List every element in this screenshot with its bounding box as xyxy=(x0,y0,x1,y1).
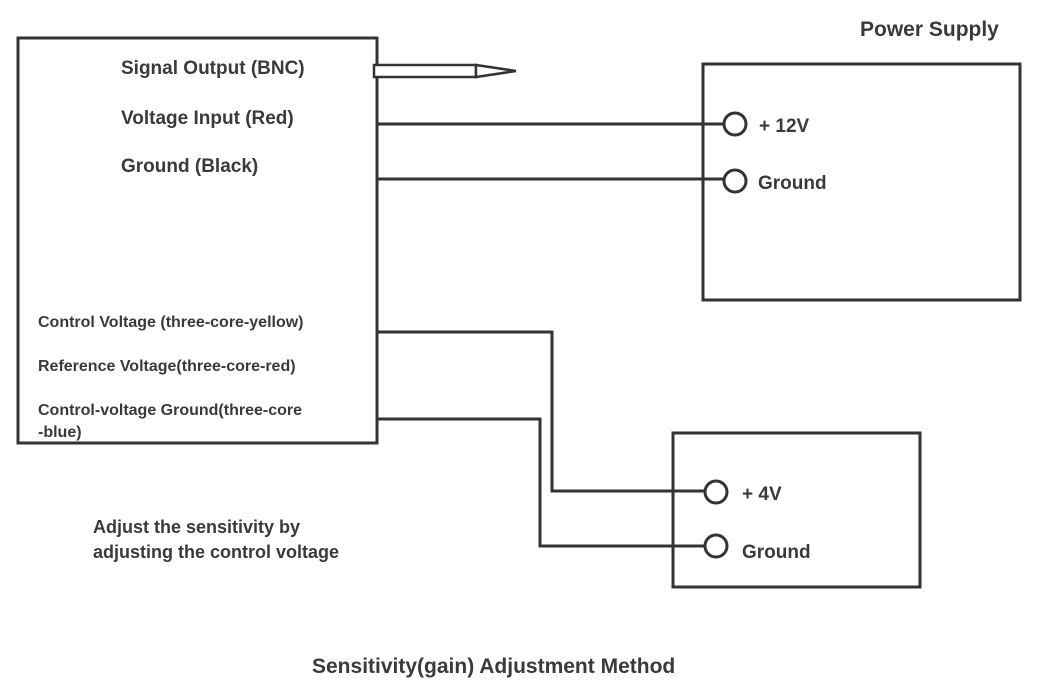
control-ground-terminal-icon xyxy=(703,533,729,559)
psu-ground-label: Ground xyxy=(758,173,827,194)
plus4v-terminal-icon xyxy=(703,479,729,505)
power-supply-title: Power Supply xyxy=(860,18,999,41)
control-ground-label-line1: Control-voltage Ground(three-core xyxy=(38,402,303,419)
control-supply-ground-label: Ground xyxy=(742,542,811,563)
ground-label: Ground (Black) xyxy=(121,156,259,177)
bnc-connector-icon xyxy=(372,63,517,79)
plus12v-terminal-icon xyxy=(722,111,748,137)
control-voltage-label: Control Voltage (three-core-yellow) xyxy=(38,314,304,331)
note-line-1: Adjust the sensitivity by xyxy=(93,517,301,537)
reference-voltage-label: Reference Voltage(three-core-red) xyxy=(38,358,296,375)
plus12v-label: + 12V xyxy=(759,116,810,137)
control-ground-wire xyxy=(377,417,704,548)
voltage-input-label: Voltage Input (Red) xyxy=(121,108,294,129)
diagram-caption: Sensitivity(gain) Adjustment Method xyxy=(312,655,676,678)
psu-ground-terminal-icon xyxy=(722,168,748,194)
control-supply-box xyxy=(671,431,922,589)
control-ground-label-line2: -blue) xyxy=(38,424,82,441)
note-line-2: adjusting the control voltage xyxy=(93,542,340,562)
signal-output-label: Signal Output (BNC) xyxy=(121,58,305,79)
plus4v-label: + 4V xyxy=(742,484,782,505)
device-box xyxy=(16,36,379,445)
power-supply-box xyxy=(701,62,1022,302)
control-voltage-wire xyxy=(377,330,704,493)
